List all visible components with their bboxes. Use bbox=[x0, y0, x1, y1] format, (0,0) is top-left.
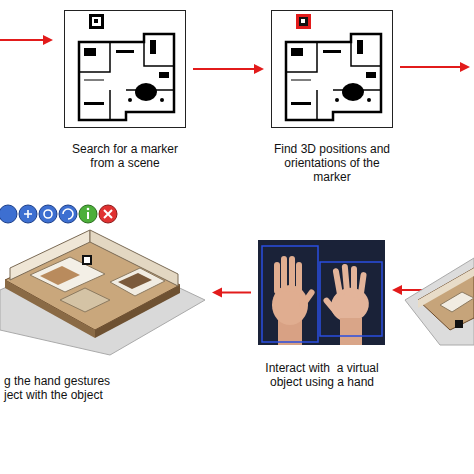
photo-frame bbox=[258, 240, 385, 345]
outgoing-arrow bbox=[400, 66, 460, 68]
step-frame bbox=[64, 10, 186, 128]
floor-plan bbox=[79, 34, 174, 120]
process-step: g the hand gestures ject with the object bbox=[0, 195, 205, 402]
process-step: Find 3D positions and orientations of th… bbox=[262, 10, 402, 184]
arrow-head bbox=[460, 62, 470, 72]
marker bbox=[89, 14, 104, 29]
marker-scene-render bbox=[405, 258, 474, 345]
flow-arrow bbox=[212, 288, 251, 298]
arrow-head bbox=[392, 285, 402, 295]
step-frame bbox=[271, 10, 393, 128]
room-render bbox=[0, 230, 205, 355]
step-caption: Search for a marker from a scene bbox=[60, 142, 190, 170]
detected-marker bbox=[296, 14, 311, 29]
step-caption: Find 3D positions and orientations of th… bbox=[267, 142, 397, 184]
step-caption: Interact with a virtual object using a h… bbox=[260, 361, 384, 389]
render-frame bbox=[0, 195, 205, 360]
flow-arrow bbox=[193, 64, 264, 74]
floor-plan bbox=[286, 34, 381, 120]
arrow-head bbox=[43, 35, 53, 45]
toolbar-icons bbox=[0, 205, 117, 223]
process-step: Interact with a virtual object using a h… bbox=[250, 240, 393, 389]
hands-photo bbox=[258, 240, 385, 345]
process-step: Search for a marker from a scene bbox=[55, 10, 195, 170]
incoming-arrow bbox=[0, 39, 44, 41]
step-caption: g the hand gestures ject with the object bbox=[0, 374, 132, 402]
